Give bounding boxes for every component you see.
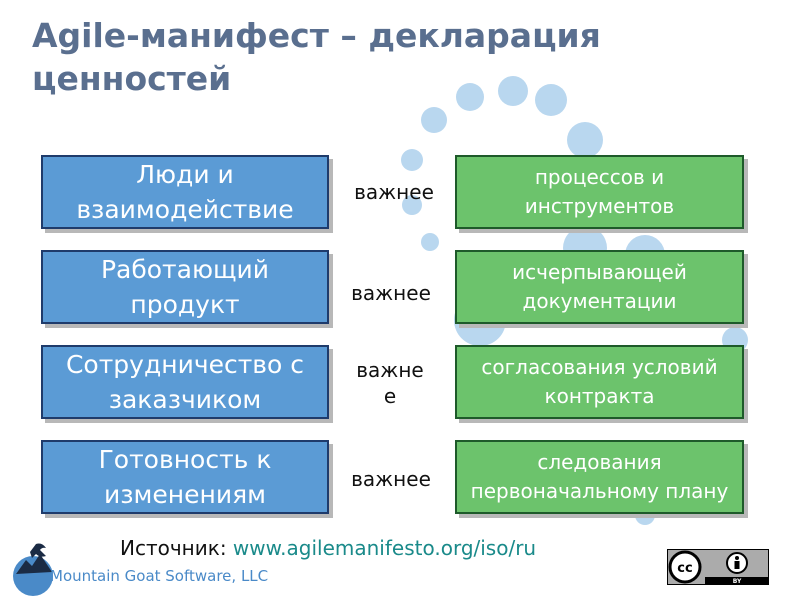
- value-box-people: Люди и взаимодействие: [41, 155, 329, 229]
- svg-text:BY: BY: [733, 578, 742, 585]
- creative-commons-by-icon[interactable]: cc BY: [667, 549, 769, 585]
- value-box-collaboration: Сотрудничество с заказчиком: [41, 345, 329, 419]
- value-left-label: Сотрудничество с заказчиком: [65, 350, 305, 414]
- value-left-label: Люди и взаимодействие: [76, 160, 294, 224]
- value-right-label: согласования условий контракта: [481, 355, 718, 408]
- comparison-label: важнее: [354, 180, 434, 204]
- value-right-label: следования первоначальному плану: [470, 450, 729, 503]
- mountain-goat-logo-icon: [13, 543, 53, 596]
- source-label: Источник:: [120, 536, 227, 560]
- value-right-label: процессов и инструментов: [524, 165, 675, 218]
- value-right-label: исчерпывающей документации: [512, 260, 687, 313]
- value-box-plan: следования первоначальному плану: [455, 440, 744, 514]
- value-box-processes: процессов и инструментов: [455, 155, 744, 229]
- value-left-label: Готовность к изменениям: [98, 445, 272, 509]
- value-box-responding-to-change: Готовность к изменениям: [41, 440, 329, 514]
- value-box-contract: согласования условий контракта: [455, 345, 744, 419]
- value-box-documentation: исчерпывающей документации: [455, 250, 744, 324]
- value-box-working-product: Работающий продукт: [41, 250, 329, 324]
- comparison-label: важнее: [351, 467, 431, 491]
- source-link[interactable]: www.agilemanifesto.org/iso/ru: [232, 536, 537, 560]
- value-left-label: Работающий продукт: [100, 255, 270, 319]
- comparison-label: важнее: [351, 281, 431, 305]
- comparison-label: важне е: [356, 358, 424, 408]
- company-name: Mountain Goat Software, LLC: [50, 567, 269, 585]
- page-title: Agile-манифест – декларация ценностей: [32, 16, 601, 98]
- svg-text:cc: cc: [677, 561, 692, 576]
- source-line: Источник: www.agilemanifesto.org/iso/ru: [120, 536, 536, 560]
